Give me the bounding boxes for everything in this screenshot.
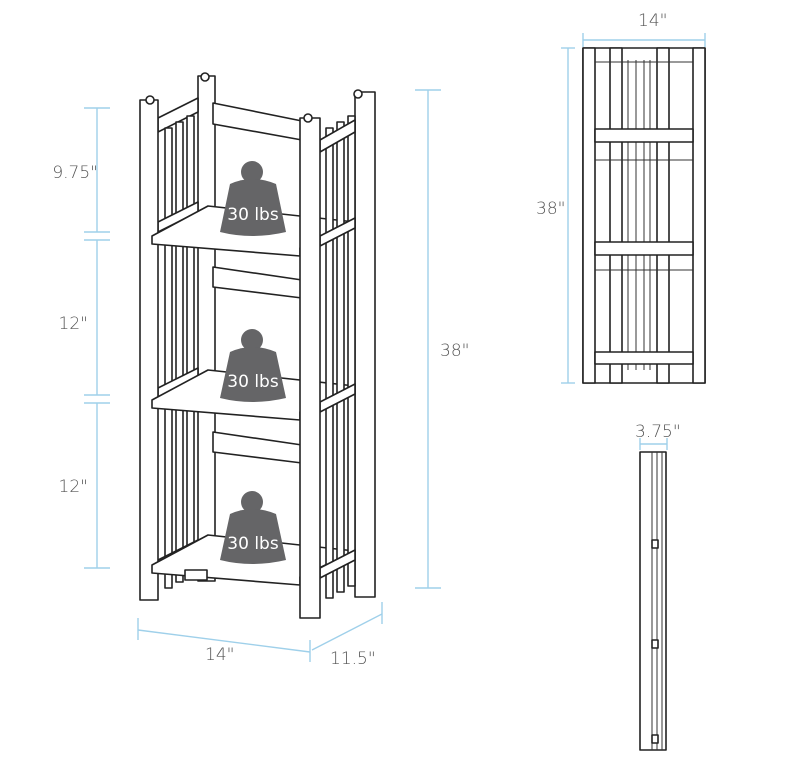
dimension-lines-perspective [84, 89, 441, 662]
hinge-icon [303, 113, 313, 123]
hinge-icon [353, 89, 363, 99]
dimension-label-elevation-height: 38" [536, 199, 565, 219]
dimension-label-top-shelf: 9.75" [52, 163, 98, 183]
left-front-post [139, 99, 159, 601]
right-front-post [299, 117, 321, 619]
weight-label: 30 lbs [227, 534, 279, 554]
shelf-perspective-drawing: 30 lbs 30 lbs 30 lbs [139, 72, 376, 619]
back-rail-mid [212, 266, 303, 299]
dimension-label-elevation-width: 14" [638, 11, 667, 31]
hinge-icon [200, 72, 210, 82]
bottom-rail [184, 569, 208, 581]
folded-side-drawing [639, 451, 667, 751]
dimension-label-depth: 11.5" [330, 649, 376, 669]
hinge-icon [145, 95, 155, 105]
right-side-slats [319, 115, 356, 599]
front-elevation-drawing [582, 47, 706, 384]
back-rail-low [212, 431, 303, 464]
dimension-label-bottom-shelf: 12" [59, 477, 88, 497]
back-rail-top [212, 102, 303, 141]
right-back-post [354, 91, 376, 598]
left-back-post [197, 75, 216, 582]
dimension-label-middle-shelf: 12" [59, 314, 88, 334]
weight-icon-bottom: 30 lbs [220, 491, 286, 564]
weight-label: 30 lbs [227, 205, 279, 225]
dimension-label-folded-depth: 3.75" [635, 422, 681, 442]
weight-icon-middle: 30 lbs [220, 329, 286, 402]
dimension-label-total-height: 38" [440, 341, 469, 361]
dimension-label-width: 14" [205, 645, 234, 665]
left-side-slats [157, 97, 199, 589]
weight-icon-top: 30 lbs [220, 161, 286, 236]
weight-label: 30 lbs [227, 372, 279, 392]
dimension-lines-elevation [561, 33, 706, 384]
dimension-lines-side [639, 438, 668, 450]
